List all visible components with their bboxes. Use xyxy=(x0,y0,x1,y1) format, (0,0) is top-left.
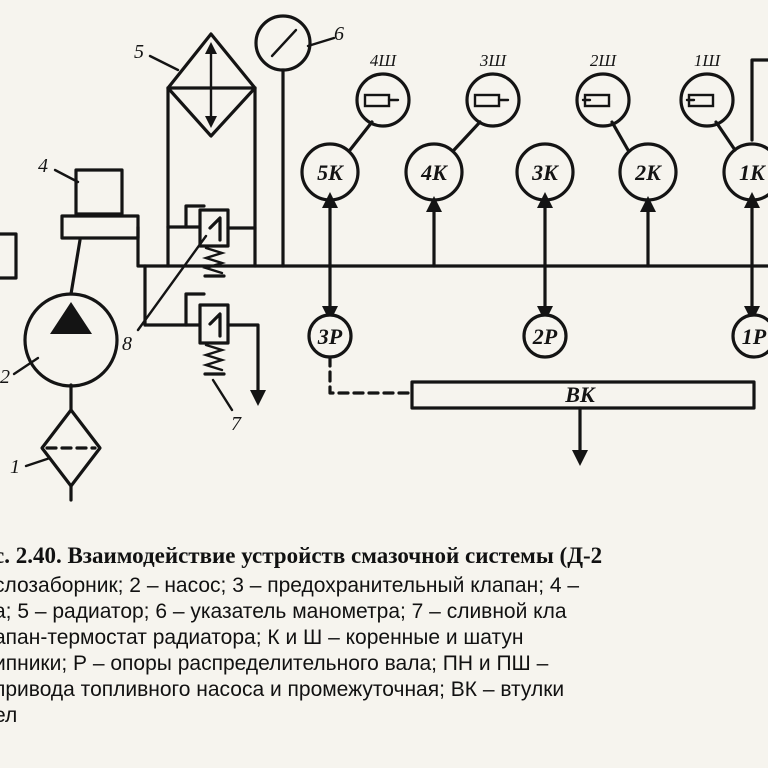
caption-line-6: ел xyxy=(0,704,18,727)
svg-text:2K: 2K xyxy=(634,160,662,185)
svg-text:4Ш: 4Ш xyxy=(370,51,398,70)
caption-line-1: слозаборник; 2 – насос; 3 – предохраните… xyxy=(0,574,580,597)
label-filter: 1 xyxy=(10,456,20,478)
caption-line-3: апан-термостат радиатора; К и Ш – коренн… xyxy=(0,626,524,649)
main-bearing-1k: 1K xyxy=(722,142,768,322)
label-drain-valve: 7 xyxy=(231,413,242,435)
label-gauge: 6 xyxy=(334,23,344,45)
drain-valve: 7 xyxy=(184,292,266,435)
pressure-gauge: 6 xyxy=(254,14,344,268)
svg-text:4K: 4K xyxy=(420,160,448,185)
left-edge-fragment xyxy=(0,232,18,280)
svg-text:1K: 1K xyxy=(739,160,766,185)
oil-filter: 4 xyxy=(38,155,140,240)
oil-radiator: 5 xyxy=(134,32,257,268)
rod-bearing-3sh: 3Ш xyxy=(452,51,521,152)
label-thermo-valve: 8 xyxy=(122,333,132,355)
caption-line-5: привода топливного насоса и промежуточна… xyxy=(0,678,565,701)
svg-text:1Ш: 1Ш xyxy=(694,51,722,70)
oil-pump: 2 xyxy=(0,292,119,388)
cam-support-1p: 1P xyxy=(731,313,768,359)
figure-caption: с. 2.40. Взаимодействие устройств смазоч… xyxy=(0,536,768,768)
main-bearing-5k: 5K xyxy=(300,142,360,322)
main-bearing-4k: 4K xyxy=(404,142,464,268)
label-radiator: 5 xyxy=(134,41,144,63)
svg-text:3Ш: 3Ш xyxy=(479,51,508,70)
cam-support-3p: 3P xyxy=(307,313,353,359)
label-pump: 2 xyxy=(0,366,10,388)
svg-text:3K: 3K xyxy=(531,160,559,185)
main-gallery-line xyxy=(136,225,768,268)
svg-text:ВК: ВК xyxy=(564,382,596,407)
label-oil-filter: 4 xyxy=(38,155,48,177)
rod-bearing-4sh: 4Ш xyxy=(348,51,411,152)
bushing-vk: ВК xyxy=(328,355,756,466)
caption-line-2: а; 5 – радиатор; 6 – указатель манометра… xyxy=(0,600,567,623)
oil-intake-filter: 1 xyxy=(10,383,102,502)
pump-outlet-line xyxy=(69,238,82,296)
rod-bearing-2sh: 2Ш xyxy=(575,51,631,152)
svg-text:2P: 2P xyxy=(532,324,558,349)
right-edge-fragment xyxy=(750,58,768,142)
cam-support-2p: 2P xyxy=(522,313,568,359)
main-bearing-2k: 2K xyxy=(618,142,678,268)
svg-text:2Ш: 2Ш xyxy=(590,51,618,70)
thermostat-valve xyxy=(184,204,257,278)
svg-text:3P: 3P xyxy=(317,324,343,349)
rod-bearing-1sh: 1Ш xyxy=(679,51,737,152)
leader-thermo-valve xyxy=(136,234,208,332)
lubrication-diagram: 1 2 4 5 xyxy=(0,14,768,502)
caption-line-4: ипники; Р – опоры распределительного вал… xyxy=(0,652,549,675)
svg-text:5K: 5K xyxy=(317,160,344,185)
main-bearing-3k: 3K xyxy=(515,142,575,322)
caption-title: с. 2.40. Взаимодействие устройств смазоч… xyxy=(0,543,603,568)
svg-text:1P: 1P xyxy=(742,324,767,349)
